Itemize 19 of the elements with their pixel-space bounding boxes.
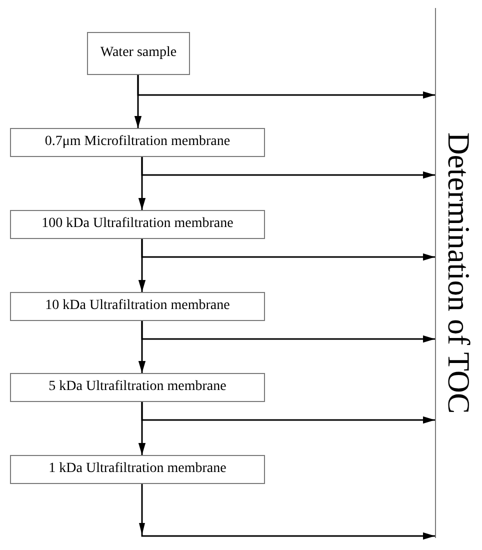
process-box (87, 32, 190, 75)
arrow (137, 75, 435, 99)
arrow (141, 321, 435, 343)
process-box (10, 373, 265, 402)
step-label: Water sample (100, 45, 177, 62)
process-box (10, 210, 265, 239)
arrow (139, 484, 435, 540)
arrow (141, 157, 435, 179)
result-label: Determination of TOC (444, 132, 474, 414)
step-label: 1 kDa Ultrafiltration membrane (48, 461, 226, 478)
arrow (141, 402, 435, 424)
process-box (10, 128, 265, 157)
process-box (10, 455, 265, 484)
step-label: 0.7μm Microfiltration membrane (44, 134, 230, 151)
arrow (141, 239, 435, 261)
step-label: 5 kDa Ultrafiltration membrane (48, 379, 226, 396)
step-label: 10 kDa Ultrafiltration membrane (45, 298, 230, 315)
process-box (10, 292, 265, 321)
step-label: 100 kDa Ultrafiltration membrane (42, 216, 234, 233)
